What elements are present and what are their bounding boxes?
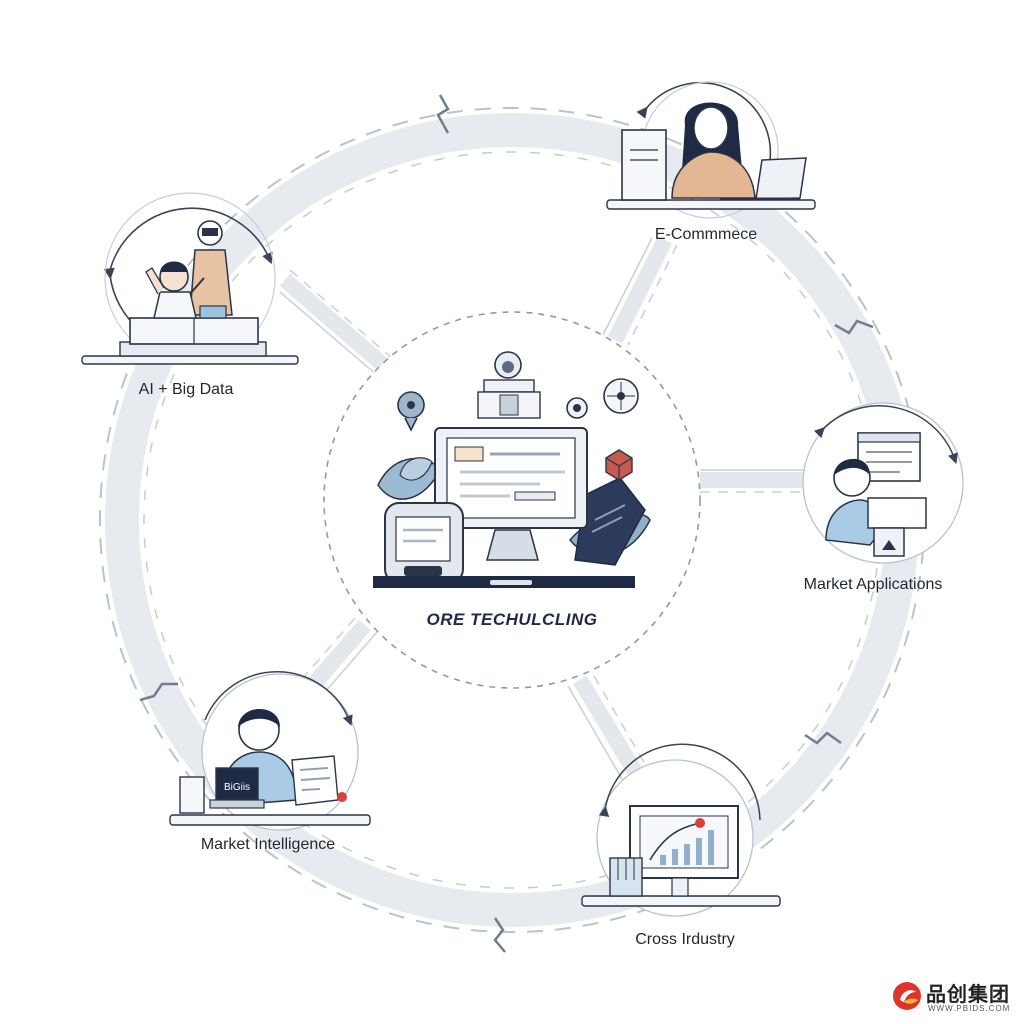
label-e-commerce: E-Commmece bbox=[654, 226, 758, 243]
spoke-market-applications bbox=[700, 469, 810, 493]
node-cross-industry bbox=[581, 743, 781, 917]
brand-name: 品创集团 bbox=[926, 982, 1010, 1006]
brand-watermark: 品创集团 WWW.PBIDS.COM bbox=[892, 980, 1018, 1014]
spoke-e-commerce bbox=[602, 236, 678, 346]
flow-arrow-bottom bbox=[493, 917, 506, 953]
location-pin-icon bbox=[397, 391, 425, 432]
central-monitor-icon bbox=[434, 427, 588, 561]
center-hub bbox=[323, 311, 701, 689]
label-cross-industry: Cross Irdustry bbox=[635, 931, 735, 948]
flow-arrow-lower-right bbox=[804, 731, 842, 745]
leaf-left-small bbox=[399, 457, 433, 481]
small-gear-icon bbox=[566, 397, 588, 419]
brand-logo-icon bbox=[893, 982, 921, 1010]
cube-icon bbox=[605, 449, 633, 481]
dark-panel bbox=[574, 477, 646, 566]
node-e-commerce bbox=[606, 81, 816, 219]
laptop-screen-text: BiGiis bbox=[224, 782, 250, 793]
node-ai-big-data bbox=[81, 192, 299, 365]
brand-url: WWW.PBIDS.COM bbox=[928, 1004, 1011, 1013]
flow-arrow-left bbox=[139, 682, 178, 702]
center-title: ORE TECHULCLING bbox=[426, 610, 598, 629]
tablet-device-icon bbox=[384, 502, 464, 584]
label-market-intelligence: Market Intelligence bbox=[200, 836, 336, 853]
node-market-intelligence bbox=[169, 671, 371, 831]
spoke-ai-big-data bbox=[279, 269, 401, 383]
robot-icon bbox=[477, 351, 541, 419]
compass-icon bbox=[603, 378, 639, 414]
flow-arrow-right bbox=[834, 319, 874, 335]
label-market-applications: Market Applications bbox=[803, 576, 943, 593]
label-ai-big-data: AI + Big Data bbox=[138, 381, 234, 398]
node-market-applications bbox=[802, 402, 964, 564]
flow-arrow-top bbox=[436, 94, 450, 134]
